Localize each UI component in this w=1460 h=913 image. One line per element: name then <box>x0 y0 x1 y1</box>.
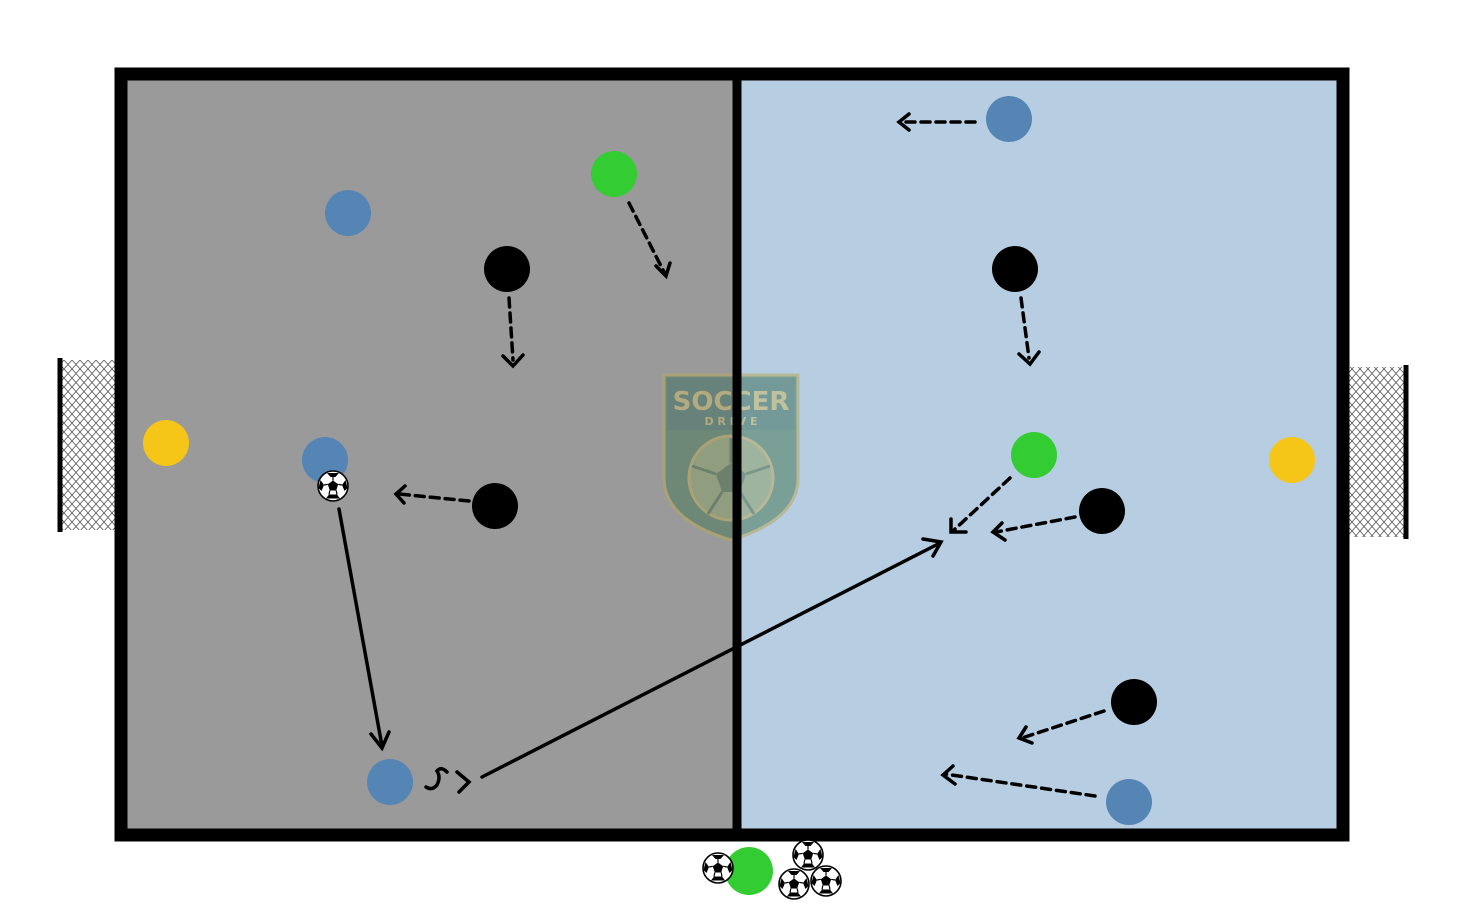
arrowhead <box>1016 725 1034 745</box>
soccer-ball-icon <box>317 470 349 502</box>
green-player <box>591 151 637 197</box>
yellow-goalkeeper <box>1269 437 1315 483</box>
pass-arrow <box>480 537 944 779</box>
arrowhead <box>501 353 525 369</box>
left-zone <box>121 74 736 835</box>
soccer-drive-logo: SOCCER D R I V E <box>662 373 800 542</box>
black-player <box>472 483 518 529</box>
green-player <box>725 847 773 895</box>
arrowhead <box>949 517 968 534</box>
blue-player <box>325 190 371 236</box>
soccer-ball-icon <box>792 839 824 871</box>
green-player <box>1011 432 1057 478</box>
yellow-goalkeeper <box>143 420 189 466</box>
run-arrow <box>507 296 515 362</box>
run-arrow <box>1019 296 1031 360</box>
run-arrow <box>994 515 1077 534</box>
black-player <box>1079 488 1125 534</box>
black-player <box>1111 679 1157 725</box>
soccer-ball-icon <box>778 868 810 900</box>
right-goal <box>1345 365 1409 539</box>
arrowhead <box>393 484 407 505</box>
blue-player <box>367 759 413 805</box>
dribble-arrow <box>424 767 472 794</box>
arrowhead <box>654 261 672 280</box>
logo-line2: D R I V E <box>704 415 757 428</box>
black-player <box>484 246 530 292</box>
arrowhead <box>896 112 911 132</box>
run-arrow <box>397 492 471 503</box>
arrowhead <box>940 764 957 786</box>
left-goal <box>57 358 118 532</box>
black-player <box>992 246 1038 292</box>
run-arrow <box>627 201 666 274</box>
blue-player <box>1106 779 1152 825</box>
arrowhead <box>990 521 1007 542</box>
run-arrow <box>1020 709 1106 740</box>
soccer-ball-icon <box>702 852 734 884</box>
logo-line1: SOCCER <box>673 387 790 417</box>
field-outline <box>114 67 1350 842</box>
arrowhead <box>1017 350 1041 367</box>
run-arrow <box>943 772 1097 798</box>
blue-player <box>986 96 1032 142</box>
run-arrow <box>952 476 1012 532</box>
soccer-ball-icon <box>810 865 842 897</box>
pass-arrow <box>337 507 391 752</box>
